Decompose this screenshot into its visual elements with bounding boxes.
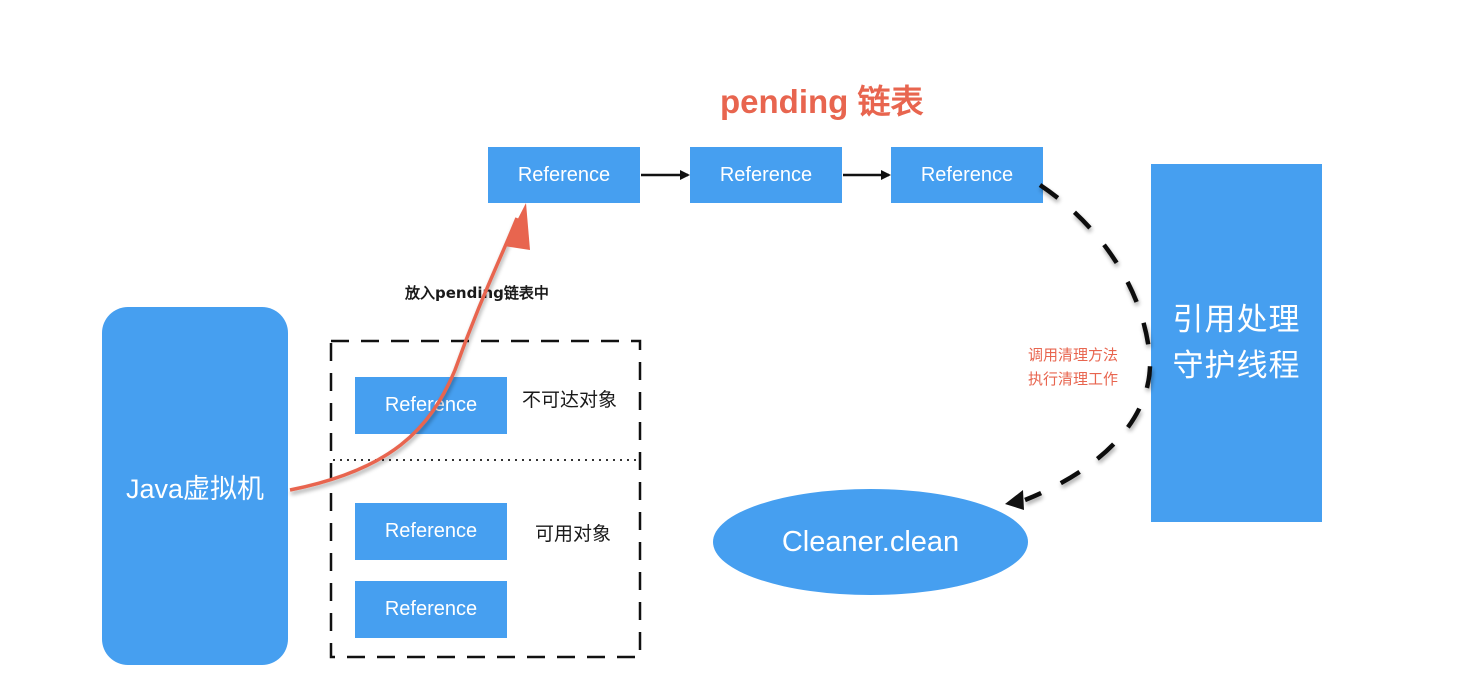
pending-list-title: pending 链表 bbox=[720, 83, 924, 120]
unreachable-objects-label: 不可达对象 bbox=[522, 389, 618, 411]
unreachable-reference-node: Reference bbox=[355, 377, 507, 434]
pending-reference-label: Reference bbox=[719, 163, 813, 186]
pending-reference-node-2: Reference bbox=[690, 147, 842, 203]
clean-note-line1: 调用清理方法 bbox=[1028, 346, 1119, 364]
enqueue-arrowhead-icon bbox=[504, 203, 530, 250]
cleaner-clean-node: Cleaner.clean bbox=[713, 489, 1028, 595]
pending-reference-label: Reference bbox=[517, 163, 611, 186]
pending-reference-node-1: Reference bbox=[488, 147, 640, 203]
enqueue-arrow-line bbox=[289, 217, 519, 492]
pending-reference-node-3: Reference bbox=[891, 147, 1043, 203]
daemon-label-line2: 守护线程 bbox=[1172, 348, 1301, 383]
daemon-label-line1: 引用处理 bbox=[1172, 302, 1301, 337]
clean-note-line2: 执行清理工作 bbox=[1028, 370, 1119, 388]
enqueue-arrow-label: 放入pending链表中 bbox=[405, 284, 549, 302]
heap-group-border bbox=[329, 339, 642, 659]
reference-label: Reference bbox=[384, 520, 478, 542]
jvm-node: Java虚拟机 bbox=[102, 307, 288, 665]
jvm-label: Java虚拟机 bbox=[125, 473, 265, 504]
available-reference-node-2: Reference bbox=[355, 581, 507, 638]
clean-arrowhead-icon bbox=[1005, 490, 1024, 510]
reference-handler-daemon-node: 引用处理 守护线程 bbox=[1151, 164, 1322, 522]
clean-invoke-dashed-arrow bbox=[1024, 183, 1153, 503]
reference-label: Reference bbox=[384, 598, 478, 620]
available-reference-node-1: Reference bbox=[355, 503, 507, 560]
clean-call-note: 调用清理方法 执行清理工作 bbox=[1028, 343, 1118, 391]
available-objects-label: 可用对象 bbox=[535, 523, 612, 545]
reference-label: Reference bbox=[384, 394, 478, 416]
cleaner-clean-label: Cleaner.clean bbox=[781, 525, 960, 558]
pending-reference-label: Reference bbox=[920, 163, 1014, 186]
